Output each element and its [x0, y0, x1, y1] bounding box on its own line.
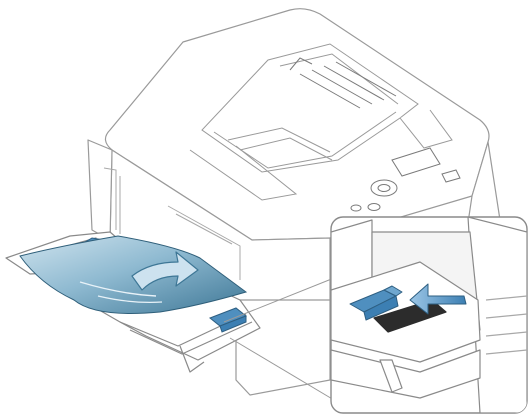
control-button	[351, 205, 361, 211]
magnified-inset	[331, 217, 527, 413]
printer-left-side	[88, 140, 112, 240]
control-button	[368, 204, 380, 211]
